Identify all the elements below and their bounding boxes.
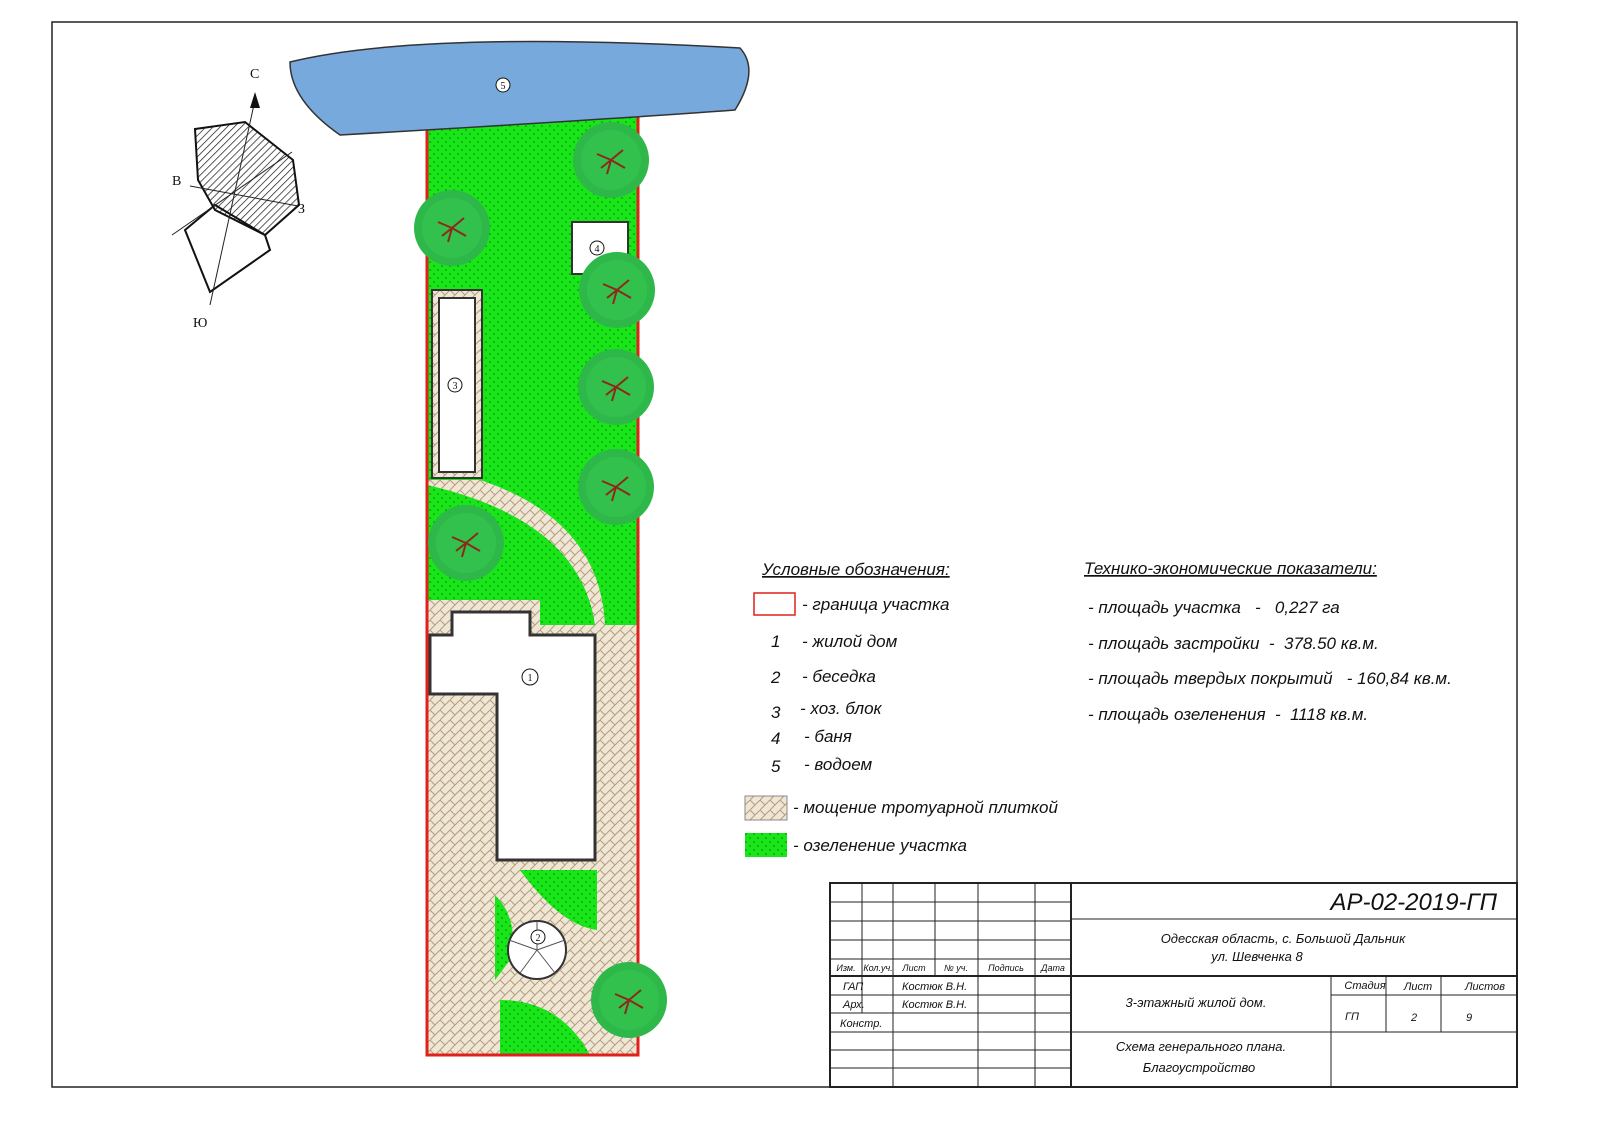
legend-item: - жилой дом (802, 632, 898, 651)
svg-text:4: 4 (771, 729, 780, 748)
role: ГАП (843, 981, 863, 993)
legend-item: - водоем (804, 755, 872, 774)
lawn-patches (495, 870, 597, 1055)
technical-indicators: Технико-экономические показатели: - площ… (1084, 559, 1452, 724)
title-block (829, 882, 1518, 1088)
north-arrow-icon (250, 92, 260, 108)
indicator-item: - площадь участка - 0,227 га (1088, 598, 1340, 617)
svg-text:Изм.: Изм. (836, 963, 855, 973)
compass-south: Ю (193, 316, 207, 331)
legend-title: Условные обозначения: (761, 560, 950, 579)
name: Костюк В.Н. (902, 999, 967, 1011)
svg-text:2: 2 (770, 668, 781, 687)
tree-icon (572, 121, 650, 199)
site-plot: 5 3 4 1 2 (289, 40, 750, 1057)
svg-text:Дата: Дата (1040, 963, 1065, 973)
indicator-item: - площадь озеленения - 1118 кв.м. (1088, 705, 1368, 724)
role: Констр. (840, 1018, 882, 1030)
svg-text:1: 1 (771, 632, 780, 651)
address-line2: ул. Шевченка 8 (1210, 949, 1303, 964)
role: Арх. (842, 999, 865, 1011)
wind-rose: С В З Ю (171, 67, 305, 331)
legend-boundary-swatch (753, 592, 796, 616)
svg-text:Лист: Лист (901, 963, 926, 973)
compass-west: З (298, 202, 305, 217)
title-block-text: АР-02-2019-ГП Одесская область, с. Больш… (836, 889, 1505, 1075)
legend-item: - хоз. блок (800, 699, 883, 718)
pond-label: 5 (501, 81, 506, 92)
tree-icon (590, 961, 668, 1039)
house (428, 610, 597, 862)
svg-text:Листов: Листов (1464, 981, 1505, 993)
address-line1: Одесская область, с. Большой Дальник (1161, 931, 1406, 946)
svg-text:3: 3 (771, 703, 781, 722)
legend-boundary-label: - граница участка (802, 595, 949, 614)
tree-icon (413, 189, 491, 267)
legend-item: - беседка (802, 667, 876, 686)
svg-text:Кол.уч.: Кол.уч. (863, 963, 892, 973)
tree-icon (577, 448, 655, 526)
sheets-value: 9 (1466, 1012, 1472, 1024)
utility-label: 3 (453, 381, 458, 392)
svg-text:Лист: Лист (1403, 981, 1432, 993)
svg-text:Подпись: Подпись (988, 963, 1024, 973)
tree-icon (427, 504, 505, 582)
sheet-title-line1: Схема генерального плана. (1116, 1039, 1286, 1054)
legend-greening-label: - озеленение участка (793, 836, 967, 855)
indicators-title: Технико-экономические показатели: (1084, 559, 1377, 578)
gazebo-label: 2 (536, 933, 541, 944)
pond (289, 40, 750, 136)
indicator-item: - площадь застройки - 378.50 кв.м. (1088, 634, 1379, 653)
compass-north: С (250, 67, 259, 82)
legend: Условные обозначения: - граница участка … (744, 560, 1059, 857)
svg-text:№ уч.: № уч. (944, 963, 968, 973)
compass-east: В (172, 174, 181, 189)
wind-rose-hatched (193, 120, 301, 237)
sheet-title-line2: Благоустройство (1143, 1060, 1256, 1075)
legend-greening-swatch (745, 833, 787, 857)
tree-icon (577, 348, 655, 426)
drawing-code: АР-02-2019-ГП (1328, 889, 1497, 916)
drawing-frame (51, 21, 1518, 1088)
sheet-value: 2 (1410, 1012, 1417, 1024)
tree-icon (578, 251, 656, 329)
svg-text:5: 5 (771, 757, 781, 776)
object-name: 3-этажный жилой дом. (1126, 995, 1267, 1010)
stage-value: ГП (1345, 1011, 1359, 1023)
svg-text:Стадия: Стадия (1344, 980, 1385, 992)
legend-paving-swatch (744, 795, 788, 821)
house-label: 1 (528, 673, 533, 684)
north-axis (209, 99, 256, 306)
name: Костюк В.Н. (902, 981, 967, 993)
indicator-item: - площадь твердых покрытий - 160,84 кв.м… (1088, 669, 1452, 688)
legend-item: - баня (804, 727, 852, 746)
sauna-label: 4 (595, 244, 600, 255)
legend-paving-label: - мощение тротуарной плиткой (793, 798, 1059, 817)
